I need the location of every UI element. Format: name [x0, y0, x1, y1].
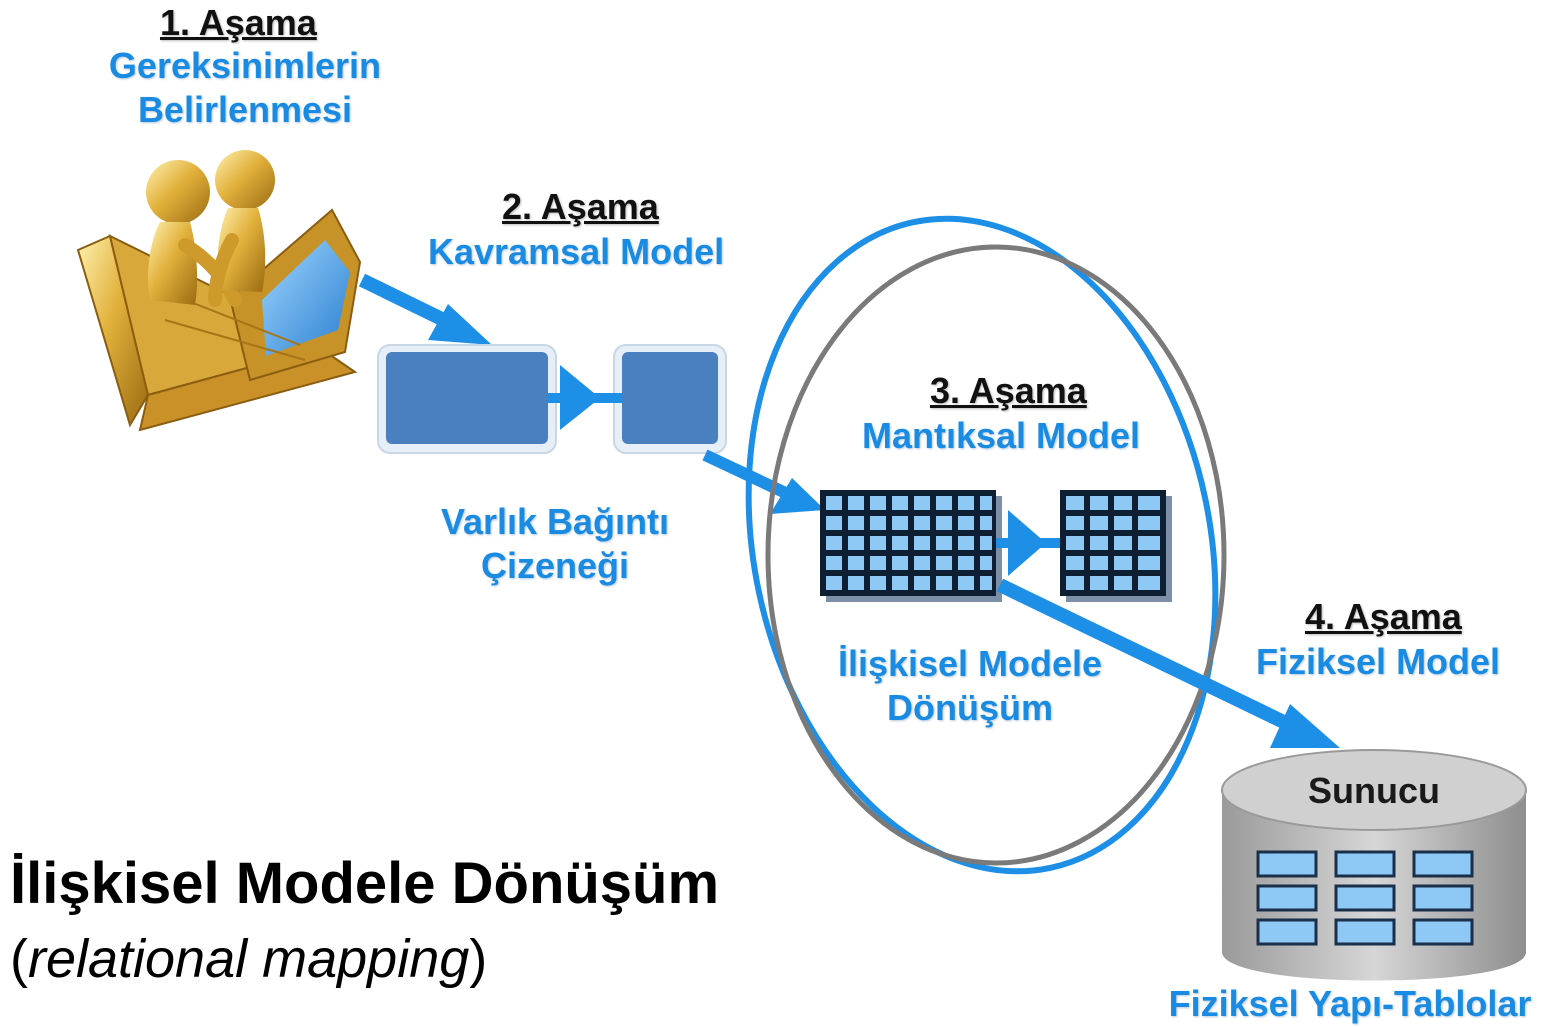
close-paren: ) — [469, 929, 488, 989]
stage2-caption-line2: Çizeneği — [480, 545, 630, 586]
stage4-title: 4. Aşama — [1305, 596, 1462, 637]
stage3-title: 3. Aşama — [930, 370, 1087, 411]
arrow-stage1-to-stage2 — [358, 273, 492, 345]
stage3-caption-line2: Dönüşüm — [887, 687, 1053, 728]
entity-box-icon — [377, 344, 727, 454]
stage2-caption-line1: Varlık Bağıntı — [440, 501, 670, 542]
table-grid-icon — [820, 490, 1172, 602]
logical-model-blue-ellipse — [745, 215, 1219, 875]
english-term: relational mapping — [27, 929, 470, 989]
stage3-subtitle: Mantıksal Model — [862, 415, 1141, 456]
arrow-stage2-to-stage3 — [702, 449, 825, 514]
stage1-caption-line1: Gereksinimlerin — [108, 45, 382, 86]
stage2-title: 2. Aşama — [502, 186, 659, 227]
stage1-title: 1. Aşama — [160, 2, 317, 43]
database-server-icon — [1221, 749, 1527, 981]
main-heading: İlişkisel Modele Dönüşüm — [10, 851, 720, 916]
stage2-subtitle: Kavramsal Model — [428, 231, 725, 272]
arrow-stage3-to-stage4 — [996, 578, 1340, 748]
stage4-subtitle: Fiziksel Model — [1256, 641, 1501, 682]
stage4-caption: Fiziksel Yapı-Tablolar — [1168, 983, 1532, 1024]
stage3-caption: İlişkisel Modele Dönüşüm — [810, 642, 1130, 730]
logical-model-gray-ellipse — [765, 244, 1227, 866]
open-paren: ( — [10, 929, 28, 989]
people-laptops-icon — [76, 150, 362, 432]
stage1-caption: Gereksinimlerin Belirlenmesi — [90, 44, 400, 132]
stage2-caption: Varlık Bağıntı Çizeneği — [410, 500, 700, 588]
server-label: Sunucu — [1308, 770, 1440, 811]
stage3-caption-line1: İlişkisel Modele — [837, 643, 1103, 684]
heading-english-term: (relational mapping) — [10, 928, 487, 990]
stage1-caption-line2: Belirlenmesi — [137, 89, 353, 130]
